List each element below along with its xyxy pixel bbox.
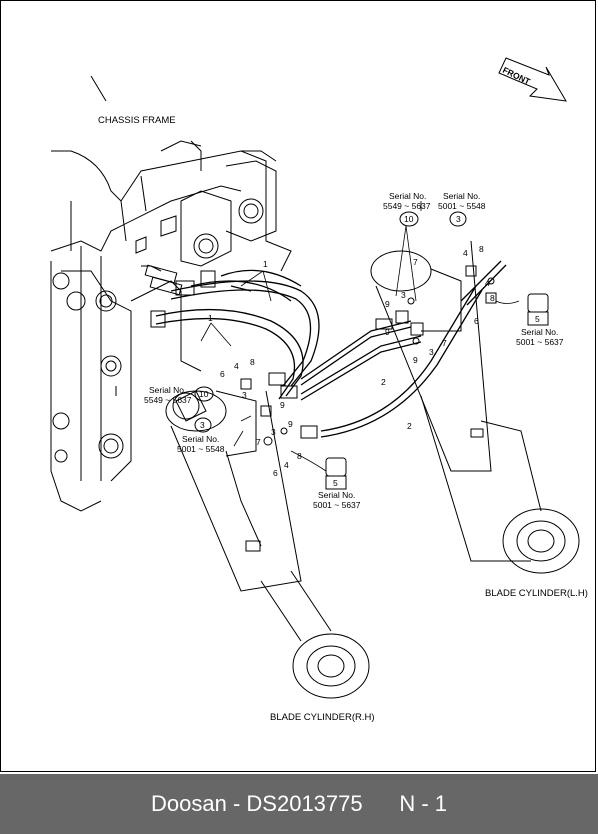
callout-8-lh-a: 8 [479, 244, 484, 254]
callout-4-rh-a: 4 [234, 361, 239, 371]
callout-10-lh: 10 [404, 214, 414, 224]
callout-1-lower: 1 [208, 313, 213, 323]
exploded-parts-diagram: CHASSIS FRAME FRONT Serial No. 5549 ~ 56… [50, 57, 588, 723]
callout-10-rh: 10 [199, 389, 209, 399]
callout-4-lh-b: 4 [485, 278, 490, 288]
serial-range-label-lh-b: 5001 ~ 5548 [438, 201, 486, 211]
callout-3-lh-boxed: 3 [456, 214, 461, 224]
callout-9-lh-b: 9 [385, 327, 390, 337]
serial-no-label-rh-a: Serial No. [149, 385, 186, 395]
callout-2-b: 2 [407, 421, 412, 431]
footer-separator: - [226, 791, 247, 816]
blade-cylinder-lh-label: BLADE CYLINDER(L.H) [485, 588, 588, 599]
serial-range-label-lh-c: 5001 ~ 5637 [516, 337, 564, 347]
callout-3-lh-a: 3 [401, 290, 406, 300]
footer-brand: Doosan [151, 791, 227, 816]
serial-no-label-rh-b: Serial No. [182, 434, 219, 444]
chassis-frame [50, 75, 292, 512]
callout-4-lh-a: 4 [463, 248, 468, 258]
blade-cylinder-rh [165, 390, 370, 699]
leader-lines [200, 201, 520, 472]
callout-3-lh-b: 3 [429, 347, 434, 357]
serial-range-label-rh-b: 5001 ~ 5548 [177, 444, 225, 454]
callout-8-rh-b: 8 [297, 451, 302, 461]
callout-9-rh-a: 9 [280, 400, 285, 410]
callout-2-a: 2 [381, 377, 386, 387]
callout-1-upper: 1 [263, 259, 268, 269]
serial-no-label-lh-b: Serial No. [443, 191, 480, 201]
callout-7-rh: 7 [256, 437, 261, 447]
footer-part-number: DS2013775 [246, 791, 363, 816]
callout-5-lh: 5 [535, 314, 540, 324]
callout-5-rh: 5 [333, 478, 338, 488]
front-label: FRONT [501, 65, 532, 87]
serial-range-label-rh-c: 5001 ~ 5637 [313, 500, 361, 510]
serial-no-label-lh-a: Serial No. [389, 191, 426, 201]
callout-3-rh-boxed: 3 [200, 420, 205, 430]
callout-6-rh-a: 6 [220, 369, 225, 379]
callout-4-rh-b: 4 [284, 460, 289, 470]
callout-7-lh-a: 7 [413, 257, 418, 267]
callout-3-rh-b: 3 [271, 427, 276, 437]
callout-8-rh-a: 8 [250, 357, 255, 367]
serial-range-label-rh-a: 5549 ~ 5637 [144, 395, 192, 405]
blade-cylinder-rh-label: BLADE CYLINDER(R.H) [270, 712, 375, 723]
callout-9-rh-b: 9 [288, 419, 293, 429]
callout-9-lh-c: 9 [413, 355, 418, 365]
footer-bar: Doosan - DS2013775 N - 1 [0, 774, 598, 834]
callout-3-rh-a: 3 [242, 390, 247, 400]
callout-8-lh-b: 8 [490, 293, 495, 303]
serial-no-label-rh-c: Serial No. [318, 490, 355, 500]
serial-range-label-lh-a: 5549 ~ 5637 [383, 201, 431, 211]
callout-9-lh-a: 9 [385, 299, 390, 309]
fittings [144, 264, 497, 446]
detail-part-5-lh [527, 293, 549, 326]
callout-6-rh-b: 6 [273, 468, 278, 478]
chassis-frame-label: CHASSIS FRAME [98, 115, 176, 126]
footer-code: N - 1 [399, 791, 447, 816]
serial-no-label-lh-c: Serial No. [521, 327, 558, 337]
blade-cylinder-lh [370, 240, 580, 574]
callout-7-lh-b: 7 [442, 338, 447, 348]
detail-part-5-rh [325, 457, 347, 490]
drawing-frame: CHASSIS FRAME FRONT Serial No. 5549 ~ 56… [0, 0, 596, 772]
front-arrow-icon [498, 57, 567, 102]
callout-6-lh: 6 [474, 316, 479, 326]
